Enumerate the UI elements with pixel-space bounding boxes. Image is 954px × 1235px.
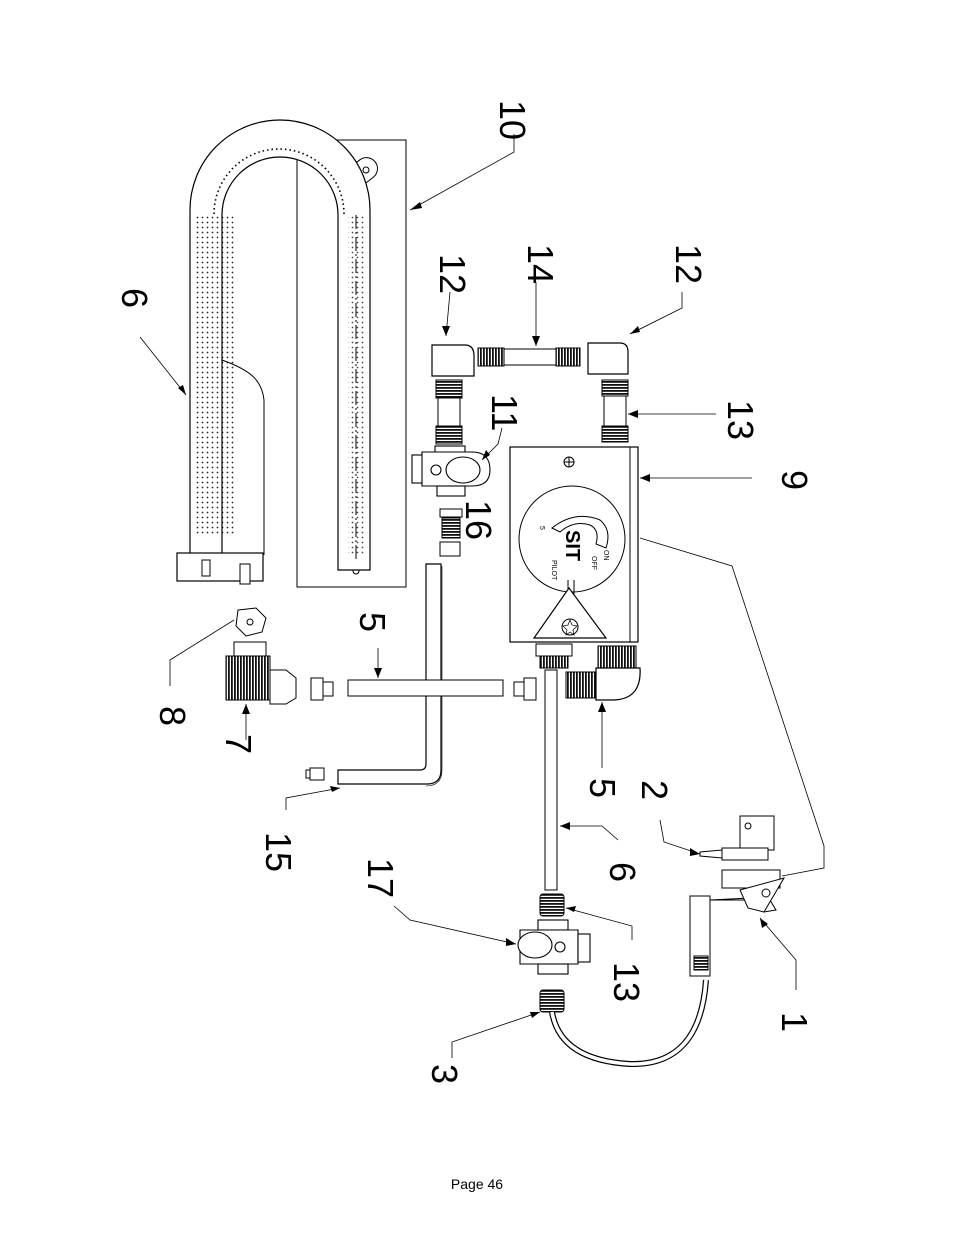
dial-mark-5: 5 xyxy=(538,526,545,530)
fitting-nut-part-13-lower xyxy=(539,893,565,917)
gas-tube-part-5 xyxy=(310,677,537,701)
gas-valve-part-9: 5 PILOT OFF ON SIT xyxy=(509,446,639,643)
pipe-nipple-part-13 xyxy=(601,379,629,443)
callout-10: 10 xyxy=(492,100,533,140)
page-number: Page 46 xyxy=(450,1176,504,1192)
flex-line xyxy=(549,979,709,1068)
callout-8: 8 xyxy=(152,706,193,726)
callout-17: 17 xyxy=(360,858,401,898)
callout-labels: 10 6 12 14 12 11 13 9 16 5 8 7 5 2 15 6 … xyxy=(114,100,815,1084)
thermocouple-part-1 xyxy=(689,869,786,977)
callout-6-upper: 6 xyxy=(114,288,155,308)
shutoff-valve-part-11 xyxy=(411,445,491,497)
pipe-nipple-part-14 xyxy=(477,347,581,367)
callout-11: 11 xyxy=(484,394,525,431)
dial-mark-on: ON xyxy=(602,550,609,561)
street-elbow-part-5 xyxy=(565,645,641,701)
callout-5-upper: 5 xyxy=(352,612,393,632)
callout-14: 14 xyxy=(520,244,561,284)
callout-13-upper: 13 xyxy=(720,400,761,440)
fitting-part-16 xyxy=(439,508,463,557)
igniter-part-2 xyxy=(699,815,775,861)
pilot-tube-part-15 xyxy=(305,563,443,787)
elbow-fitting-part-12-right xyxy=(587,342,629,375)
callout-5-lower: 5 xyxy=(582,778,623,798)
callout-13-lower: 13 xyxy=(606,962,647,1002)
callout-12-left: 12 xyxy=(432,254,473,294)
callout-7: 7 xyxy=(218,734,259,754)
callout-9: 9 xyxy=(774,470,815,490)
callout-15: 15 xyxy=(258,832,299,872)
burner-tube-part-6 xyxy=(176,119,371,585)
pipe-nipple-left xyxy=(435,379,463,445)
dial-mark-pilot: PILOT xyxy=(550,560,557,581)
gas-tube-part-6-lower xyxy=(544,669,558,891)
callout-12-right: 12 xyxy=(668,244,709,284)
fitting-nut-part-3 xyxy=(539,989,565,1013)
valve-logo-text: SIT xyxy=(561,530,583,561)
elbow-part-7 xyxy=(225,641,297,705)
dial-mark-off: OFF xyxy=(590,556,597,570)
leader-arrowheads xyxy=(178,202,768,1018)
valve-outlet-fitting xyxy=(535,643,573,669)
callout-1: 1 xyxy=(774,1012,815,1032)
valve-dial-marks: 5 PILOT OFF ON xyxy=(538,526,609,581)
callout-16: 16 xyxy=(458,500,499,540)
callout-3: 3 xyxy=(424,1064,465,1084)
callout-6-lower: 6 xyxy=(602,862,643,882)
orifice-part-8 xyxy=(235,607,267,637)
leader-lines xyxy=(139,134,825,1058)
elbow-fitting-part-12-left xyxy=(431,344,475,377)
callout-2: 2 xyxy=(634,780,675,800)
shutoff-valve-part-17 xyxy=(517,919,591,975)
